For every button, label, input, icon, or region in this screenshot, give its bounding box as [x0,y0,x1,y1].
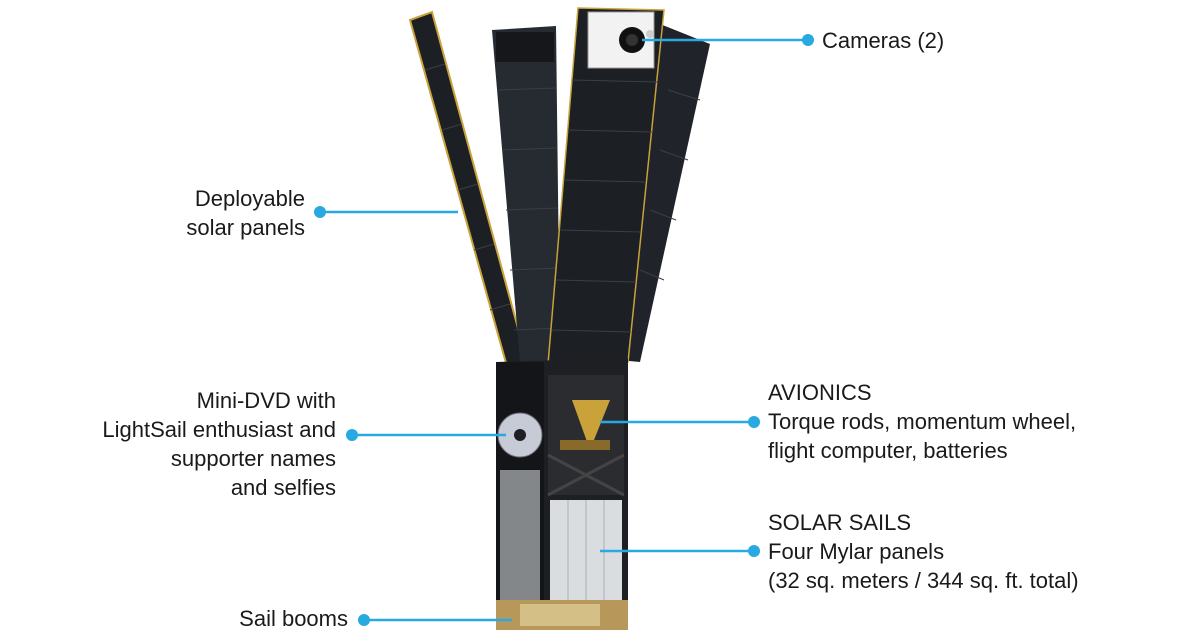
label-avionics-line-3: flight computer, batteries [768,436,1076,465]
label-avionics-line-2: Torque rods, momentum wheel, [768,407,1076,436]
label-cameras-line-1: Cameras (2) [822,26,944,55]
label-solar-sails-heading: SOLAR SAILS [768,508,1079,537]
label-solar-sails-line-3: (32 sq. meters / 344 sq. ft. total) [768,566,1079,595]
spacecraft-bus [496,358,628,630]
label-cameras: Cameras (2) [822,26,944,55]
label-avionics: AVIONICS Torque rods, momentum wheel, fl… [768,378,1076,465]
label-sail-booms: Sail booms [239,604,348,633]
label-mini-dvd: Mini-DVD with LightSail enthusiast and s… [102,386,336,502]
label-solar-panels-line-2: solar panels [186,213,305,242]
callout-solar-panels-leader [314,206,458,218]
label-solar-sails: SOLAR SAILS Four Mylar panels (32 sq. me… [768,508,1079,595]
label-mini-dvd-line-4: and selfies [102,473,336,502]
label-avionics-heading: AVIONICS [768,378,1076,407]
label-mini-dvd-line-3: supporter names [102,444,336,473]
callout-sail-booms-leader [358,614,512,626]
callout-mini-dvd-leader [346,429,506,441]
label-mini-dvd-line-2: LightSail enthusiast and [102,415,336,444]
label-solar-panels: Deployable solar panels [186,184,305,242]
label-mini-dvd-line-1: Mini-DVD with [102,386,336,415]
label-solar-panels-line-1: Deployable [186,184,305,213]
label-sail-booms-line-1: Sail booms [239,604,348,633]
label-solar-sails-line-2: Four Mylar panels [768,537,1079,566]
